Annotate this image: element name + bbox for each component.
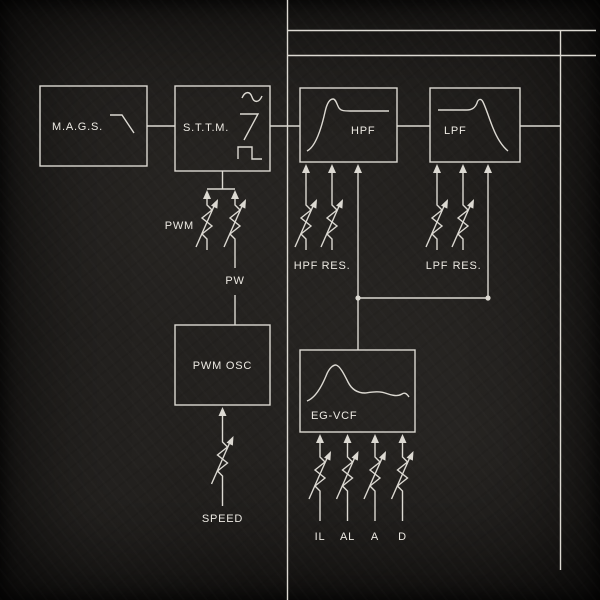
hpf-box <box>299 87 398 163</box>
lpf-cutoff-label: LPF <box>426 260 449 272</box>
arrow-up-icon <box>316 434 324 443</box>
al-pot-icon <box>335 448 363 500</box>
arrow-up-icon <box>484 164 492 173</box>
pw-control-label: PW <box>225 275 244 287</box>
speed-label: SPEED <box>202 513 243 525</box>
d-pot-icon <box>390 448 418 500</box>
lpf-pot-icon <box>425 196 452 248</box>
hpf-res-pot-icon <box>320 196 347 248</box>
envelope-curve-icon <box>306 364 410 402</box>
eg-split <box>355 172 491 301</box>
lowpass-response-icon <box>438 98 509 152</box>
arrow-up-icon <box>343 434 352 443</box>
pwm-control-label: PWM <box>165 220 194 232</box>
pw-pot-icon <box>223 196 250 248</box>
pw-feed <box>195 171 250 325</box>
hpf-label: HPF <box>351 125 375 137</box>
ramp-wave-icon <box>110 114 135 134</box>
lpf-feeds <box>425 164 492 250</box>
hpf-feeds <box>294 164 362 350</box>
il-label: IL <box>315 531 326 543</box>
arrow-up-icon <box>354 164 362 173</box>
sttm-label: S.T.T.M. <box>183 122 229 134</box>
arrow-up-icon <box>231 190 239 199</box>
junction-dot <box>485 295 491 301</box>
junction-dot <box>355 295 361 301</box>
il-pot-icon <box>308 448 335 500</box>
hpf-cutoff-label: HPF <box>294 260 318 272</box>
envelope-feeds <box>308 434 418 521</box>
highpass-response-icon <box>306 98 389 152</box>
arrow-up-icon <box>203 190 211 199</box>
d-label: D <box>398 531 407 543</box>
bus-lines <box>286 0 596 600</box>
pwm-pot-icon <box>195 196 222 248</box>
arrow-up-icon <box>459 164 467 173</box>
al-label: AL <box>340 531 355 543</box>
arrow-up-icon <box>302 164 310 173</box>
speed-feed <box>210 407 238 506</box>
hpf-pot-icon <box>294 196 321 248</box>
pwm-osc-box <box>174 324 271 406</box>
hpf-res-label: RES. <box>322 260 351 272</box>
a-label: A <box>371 531 379 543</box>
sine-wave-icon <box>241 91 263 103</box>
pulse-wave-icon <box>237 146 262 160</box>
eg-vcf-label: EG-VCF <box>311 410 357 422</box>
lpf-box <box>429 87 521 163</box>
arrow-up-icon <box>218 407 227 416</box>
lpf-res-pot-icon <box>451 196 478 248</box>
arrow-up-icon <box>433 164 441 173</box>
arrow-up-icon <box>328 164 336 173</box>
arrow-up-icon <box>371 434 379 443</box>
speed-pot-icon <box>210 433 238 485</box>
arrow-up-icon <box>398 434 407 443</box>
a-pot-icon <box>363 448 390 500</box>
saw-wave-icon <box>240 113 260 141</box>
lpf-label: LPF <box>444 125 467 137</box>
mags-label: M.A.G.S. <box>52 121 103 133</box>
lpf-res-label: RES. <box>453 260 482 272</box>
pwm-osc-label: PWM OSC <box>193 360 252 372</box>
